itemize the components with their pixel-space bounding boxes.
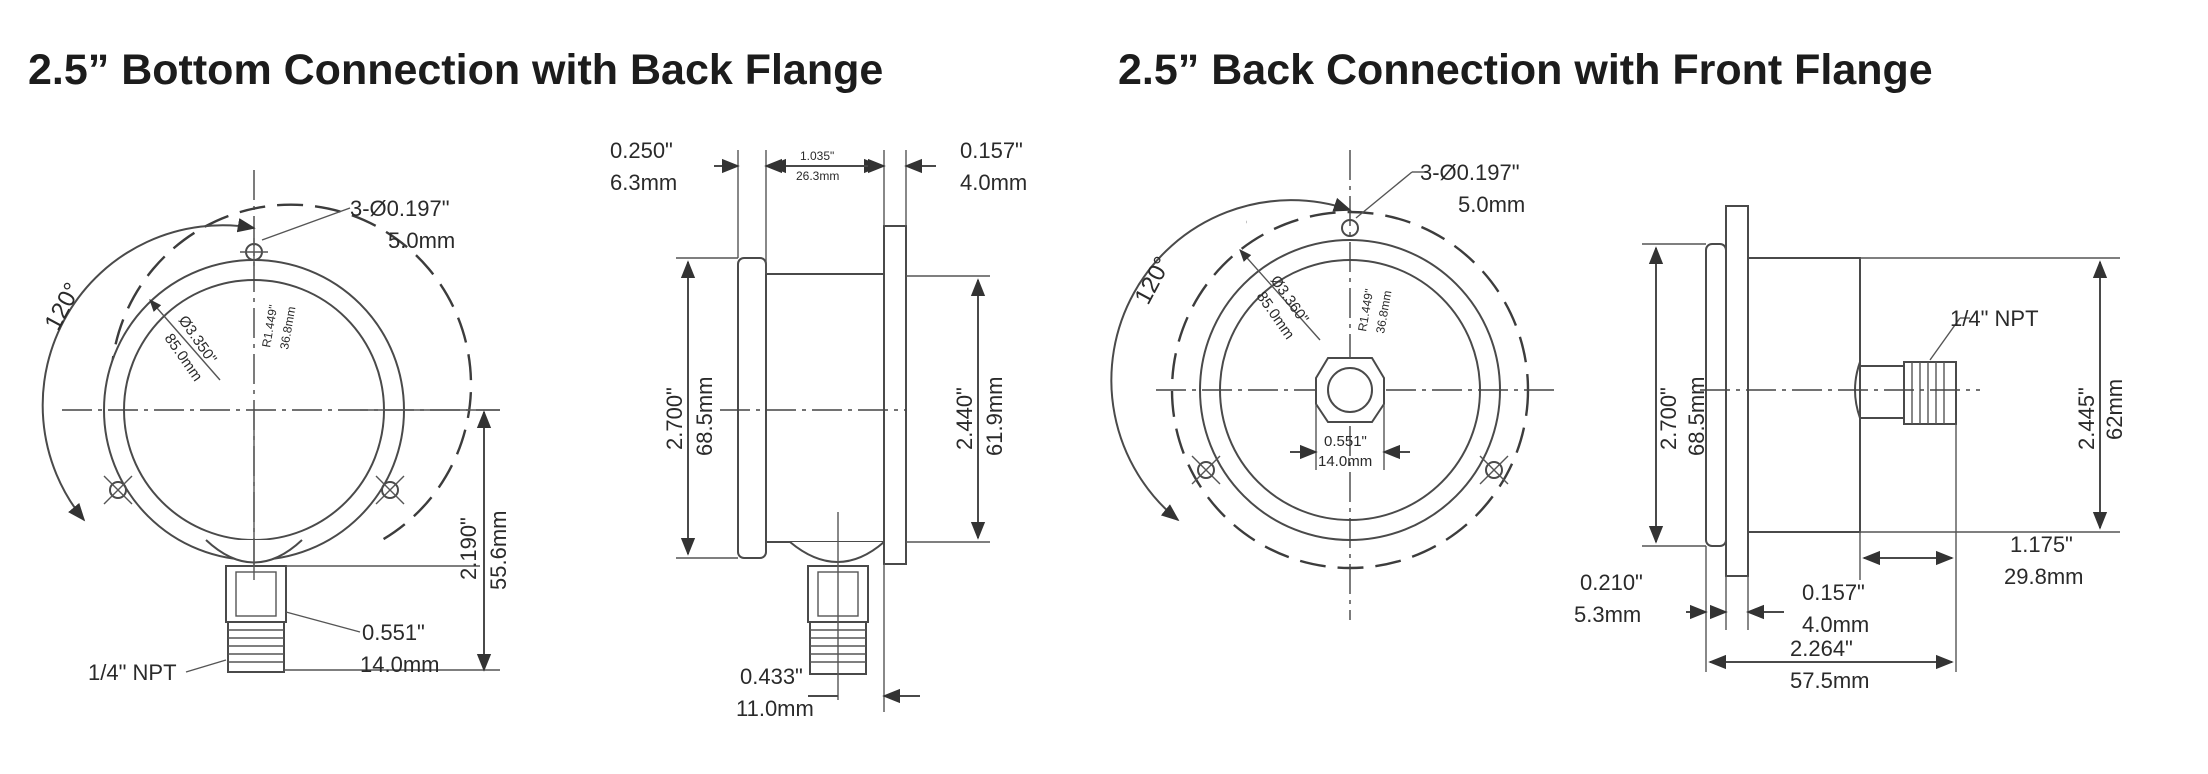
front-flange bbox=[1725, 205, 1749, 577]
title-bottom-connection: 2.5” Bottom Connection with Back Flange bbox=[28, 46, 884, 94]
svg-text:2.700": 2.700" bbox=[1656, 387, 1681, 450]
hole-callout: 3-Ø0.197" bbox=[1420, 160, 1520, 185]
svg-text:2.440": 2.440" bbox=[952, 387, 977, 450]
svg-text:0.433": 0.433" bbox=[740, 664, 803, 689]
svg-text:68.5mm: 68.5mm bbox=[1684, 377, 1709, 456]
svg-text:2.264": 2.264" bbox=[1790, 636, 1853, 661]
svg-text:14.0mm: 14.0mm bbox=[1318, 453, 1372, 470]
svg-text:5.3mm: 5.3mm bbox=[1574, 602, 1641, 627]
hole-callout-mm: 5.0mm bbox=[1458, 192, 1525, 217]
svg-text:2.445": 2.445" bbox=[2074, 387, 2099, 450]
hex-callout: 0.551" bbox=[362, 620, 425, 645]
hole-callout-mm: 5.0mm bbox=[388, 228, 455, 253]
svg-text:29.8mm: 29.8mm bbox=[2004, 564, 2083, 589]
mounting-hole bbox=[381, 481, 399, 499]
case-body bbox=[1747, 257, 1861, 533]
npt-callout: 1/4" NPT bbox=[1950, 306, 2039, 331]
bezel bbox=[737, 257, 767, 559]
svg-text:0.210": 0.210" bbox=[1580, 570, 1643, 595]
angle-arc bbox=[1110, 197, 1352, 522]
svg-text:11.0mm: 11.0mm bbox=[736, 696, 814, 721]
hex-socket bbox=[225, 565, 287, 623]
svg-text:0.157": 0.157" bbox=[960, 138, 1023, 163]
angle-label: 120° bbox=[1129, 252, 1176, 309]
mounting-hole bbox=[1485, 461, 1503, 479]
hex-callout-mm: 14.0mm bbox=[360, 652, 439, 677]
svg-text:61.9mm: 61.9mm bbox=[982, 377, 1007, 456]
svg-text:2.190": 2.190" bbox=[456, 517, 481, 580]
svg-text:62mm: 62mm bbox=[2102, 379, 2127, 440]
left-front-view: 120° 3-Ø0.197" 5.0mm Ø3.350" 85.0mm R1.4… bbox=[39, 170, 511, 685]
socket-bulge bbox=[789, 541, 885, 563]
svg-text:0.551": 0.551" bbox=[1324, 433, 1367, 450]
svg-text:0.250": 0.250" bbox=[610, 138, 673, 163]
svg-text:1.175": 1.175" bbox=[2010, 532, 2073, 557]
svg-text:4.0mm: 4.0mm bbox=[960, 170, 1027, 195]
svg-text:26.3mm: 26.3mm bbox=[796, 169, 839, 183]
right-side-view: 1/4" NPT 2.700" 68.5mm 2.445" 62mm 1.175… bbox=[1574, 205, 2127, 693]
angle-arc bbox=[41, 218, 256, 522]
right-front-view: 120° 3-Ø0.197" 5.0mm Ø3.360" 85.0mm R1.4… bbox=[1110, 150, 1556, 620]
svg-text:6.3mm: 6.3mm bbox=[610, 170, 677, 195]
svg-text:55.6mm: 55.6mm bbox=[486, 511, 511, 590]
hex-socket bbox=[1859, 365, 1905, 419]
svg-text:0.157": 0.157" bbox=[1802, 580, 1865, 605]
title-back-connection: 2.5” Back Connection with Front Flange bbox=[1118, 46, 1933, 94]
back-flange bbox=[883, 225, 907, 565]
npt-callout: 1/4" NPT bbox=[88, 660, 177, 685]
left-side-view: 0.250" 6.3mm 1.035" 26.3mm 0.157" 4.0mm … bbox=[610, 138, 1027, 721]
bezel bbox=[1705, 243, 1727, 547]
angle-label: 120° bbox=[39, 278, 86, 335]
svg-text:57.5mm: 57.5mm bbox=[1790, 668, 1869, 693]
svg-text:68.5mm: 68.5mm bbox=[692, 377, 717, 456]
svg-text:4.0mm: 4.0mm bbox=[1802, 612, 1869, 637]
svg-text:2.700": 2.700" bbox=[662, 387, 687, 450]
hole-leader bbox=[261, 207, 351, 241]
mounting-bolt-circle bbox=[109, 203, 473, 542]
svg-text:1.035": 1.035" bbox=[800, 149, 834, 163]
hole-callout: 3-Ø0.197" bbox=[350, 196, 450, 221]
case-body bbox=[765, 273, 885, 543]
